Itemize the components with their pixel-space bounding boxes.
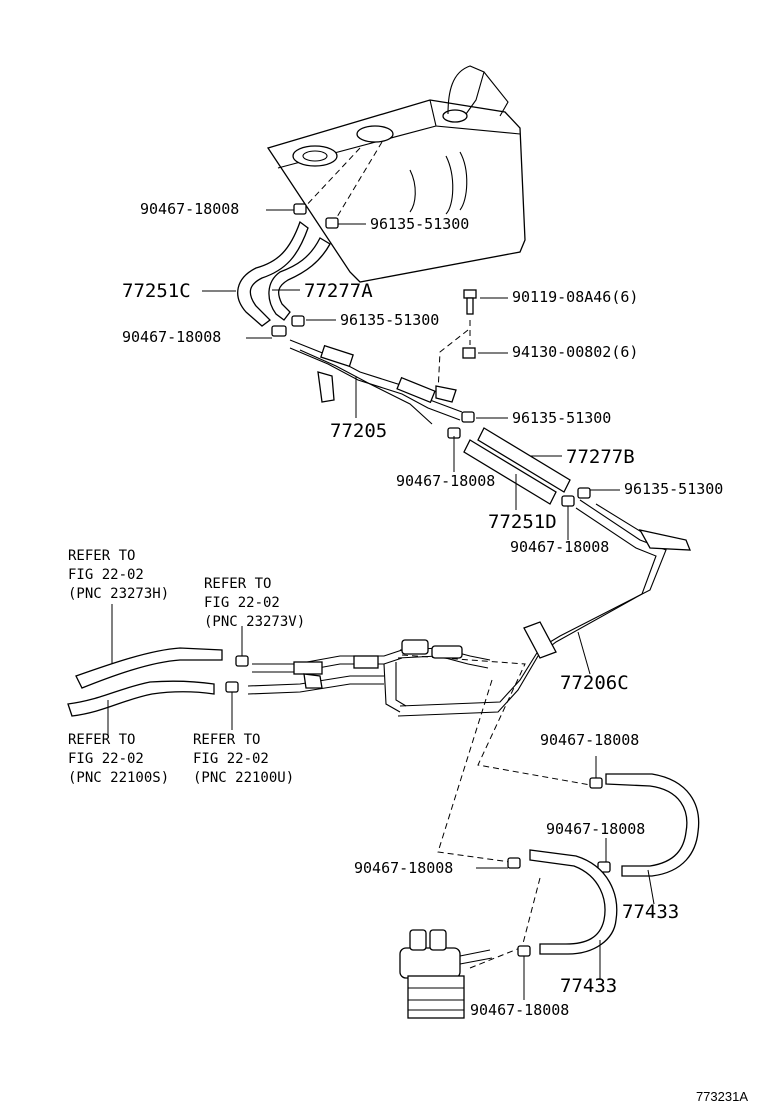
callout-77206c: 77206C	[560, 672, 629, 694]
tube-77206c	[383, 499, 691, 717]
hose-group-right	[463, 427, 571, 505]
reference-line: REFER TO	[68, 732, 136, 748]
callout-77277b: 77277B	[566, 446, 635, 468]
callout-90467-18008-right-2: 90467-18008	[510, 538, 610, 556]
callout-bolt-90119: 90119-08A46(6)	[512, 288, 639, 306]
reference-line: (PNC 22100U)	[193, 770, 295, 786]
callout-90467-18008-top: 90467-18008	[140, 200, 240, 218]
charcoal-canister	[399, 929, 493, 1019]
callout-90467-18008-mid: 90467-18008	[122, 328, 222, 346]
callout-90467-18008-lower-2: 90467-18008	[546, 820, 646, 838]
reference-line: (PNC 23273H)	[68, 586, 170, 602]
figure-code: 773231A	[695, 1089, 748, 1104]
leader-lines	[107, 209, 655, 1000]
callout-96135-51300-right-2: 96135-51300	[624, 480, 724, 498]
callout-77277a: 77277A	[304, 280, 373, 302]
reference-line: REFER TO	[193, 732, 261, 748]
bolt-and-nut	[462, 289, 477, 359]
callout-96135-51300-right-1: 96135-51300	[512, 409, 612, 427]
reference-note-22100u: REFER TO FIG 22-02 (PNC 22100U)	[193, 731, 294, 788]
reference-line: (PNC 22100S)	[68, 770, 170, 786]
left-pipes	[67, 647, 403, 717]
assembly-lines	[301, 141, 597, 969]
callout-77433-a: 77433	[622, 901, 680, 923]
callout-90467-18008-lower-3: 90467-18008	[354, 859, 454, 877]
hose-group-upper	[237, 220, 331, 327]
reference-note-23273v: REFER TO FIG 22-02 (PNC 23273V)	[204, 575, 305, 632]
reference-line: FIG 22-02	[193, 751, 269, 767]
hose-group-lower	[529, 773, 700, 955]
callout-77433-b: 77433	[560, 975, 618, 997]
callout-nut-94130: 94130-00802(6)	[512, 343, 639, 361]
callout-77251d: 77251D	[488, 511, 557, 533]
callout-96135-51300-mid: 96135-51300	[340, 311, 440, 329]
callout-77251c: 77251C	[122, 280, 191, 302]
callout-96135-51300-top: 96135-51300	[370, 215, 470, 233]
reference-note-23273h: REFER TO FIG 22-02 (PNC 23273H)	[68, 547, 169, 604]
callout-77205: 77205	[330, 420, 388, 442]
reference-line: (PNC 23273V)	[204, 614, 306, 630]
reference-line: REFER TO	[68, 548, 136, 564]
reference-note-22100s: REFER TO FIG 22-02 (PNC 22100S)	[68, 731, 169, 788]
callout-90467-18008-lower-1: 90467-18008	[540, 731, 640, 749]
hose-clamps	[225, 203, 611, 957]
reference-line: FIG 22-02	[68, 751, 144, 767]
tube-77205	[289, 339, 463, 425]
reference-line: FIG 22-02	[68, 567, 144, 583]
callout-90467-18008-right-1: 90467-18008	[396, 472, 496, 490]
reference-line: REFER TO	[204, 576, 272, 592]
fuel-tank	[266, 65, 526, 283]
reference-line: FIG 22-02	[204, 595, 280, 611]
callout-90467-18008-bottom: 90467-18008	[470, 1001, 570, 1019]
